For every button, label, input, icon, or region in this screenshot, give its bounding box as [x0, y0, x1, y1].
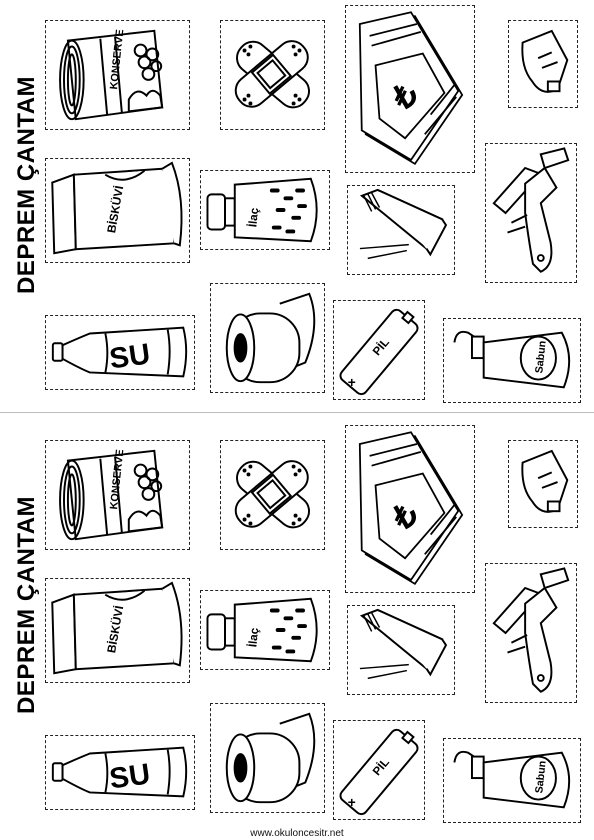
su-label: SU	[108, 338, 153, 375]
biscuit-bag-icon: BİSKÜVİ	[51, 161, 183, 255]
battery-plus-sign: +	[348, 795, 356, 810]
card-bandage	[220, 440, 325, 550]
matchbox-icon	[359, 188, 448, 260]
bandage-icon	[234, 460, 311, 529]
card-canned-food: KONSERVE	[45, 440, 190, 550]
battery-plus-sign: +	[348, 375, 356, 390]
card-toilet-paper	[210, 283, 325, 393]
cut-line	[0, 412, 594, 413]
sabun-label: Sabun	[533, 340, 548, 374]
page-title-text: DEPREM ÇANTAM	[13, 75, 41, 295]
sabun-label: Sabun	[533, 760, 548, 794]
card-water: SU	[45, 735, 195, 810]
card-canned-food: KONSERVE	[45, 20, 190, 130]
card-whistle	[508, 20, 578, 108]
card-medicine: İlaç	[200, 590, 330, 670]
card-soap: Sabun	[443, 318, 581, 403]
battery-icon: PİL +	[339, 728, 419, 816]
card-whistle	[508, 440, 578, 528]
card-biscuit: BİSKÜVİ	[45, 578, 190, 683]
pocket-knife-icon	[492, 567, 570, 693]
konserve-label: KONSERVE	[108, 449, 126, 510]
footer-url: www.okuloncesitr.net	[250, 828, 344, 839]
page-title: DEPREM ÇANTAM	[7, 35, 47, 335]
card-knife	[485, 563, 577, 703]
medicine-jar-icon: İlaç	[206, 597, 318, 663]
page-title: DEPREM ÇANTAM	[7, 455, 47, 755]
page-title-text: DEPREM ÇANTAM	[13, 495, 41, 715]
sheet-top: DEPREM ÇANTAM KONSERVE	[0, 0, 594, 410]
card-bandage	[220, 20, 325, 130]
sheet-bottom: DEPREM ÇANTAM KONSERVE	[0, 420, 594, 830]
card-matches	[347, 185, 455, 275]
medicine-jar-icon: İlaç	[206, 177, 318, 243]
whistle-icon	[521, 29, 569, 93]
money-stack-icon: ₺	[358, 431, 464, 586]
soap-bottle-icon: Sabun	[453, 330, 571, 389]
ilac-label: İlaç	[246, 207, 261, 228]
canned-food-icon: KONSERVE	[59, 29, 164, 121]
water-bottle-icon: SU	[51, 326, 188, 378]
card-money: ₺	[345, 5, 475, 173]
card-matches	[347, 605, 455, 695]
toilet-paper-icon	[225, 712, 316, 804]
matchbox-icon	[359, 608, 448, 680]
toilet-paper-icon	[225, 292, 316, 384]
whistle-icon	[521, 449, 569, 513]
card-biscuit: BİSKÜVİ	[45, 158, 190, 263]
card-medicine: İlaç	[200, 170, 330, 250]
su-label: SU	[108, 758, 153, 795]
bandage-icon	[234, 40, 311, 109]
card-battery: PİL +	[333, 300, 425, 400]
card-soap: Sabun	[443, 738, 581, 823]
card-knife	[485, 143, 577, 283]
canned-food-icon: KONSERVE	[59, 449, 164, 541]
konserve-label: KONSERVE	[108, 29, 126, 90]
biscuit-bag-icon: BİSKÜVİ	[51, 581, 183, 675]
pocket-knife-icon	[492, 147, 570, 273]
money-stack-icon: ₺	[358, 11, 464, 166]
card-battery: PİL +	[333, 720, 425, 820]
card-money: ₺	[345, 425, 475, 593]
soap-bottle-icon: Sabun	[453, 750, 571, 809]
card-water: SU	[45, 315, 195, 390]
battery-icon: PİL +	[339, 308, 419, 396]
ilac-label: İlaç	[246, 627, 261, 648]
card-toilet-paper	[210, 703, 325, 813]
water-bottle-icon: SU	[51, 746, 188, 798]
